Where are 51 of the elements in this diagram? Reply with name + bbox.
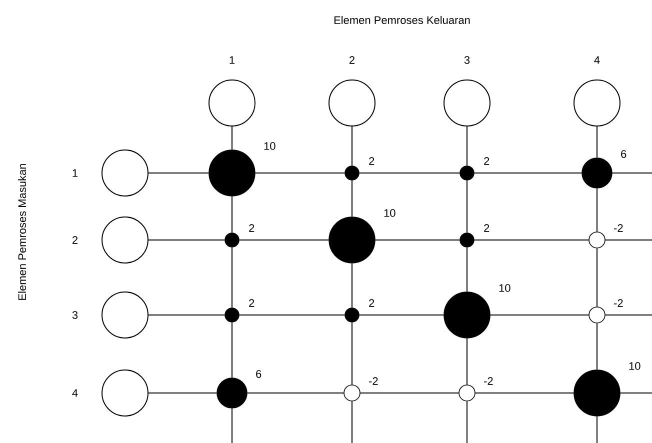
connection-line: [490, 314, 590, 316]
weight-value: -2: [614, 224, 623, 232]
axis-title: Elemen Pemroses Keluaran: [334, 16, 470, 24]
weight-value: 2: [249, 224, 254, 232]
connection-line: [620, 392, 652, 394]
connection-line: [466, 338, 468, 386]
weight-value: 6: [256, 370, 262, 378]
connection-line: [254, 172, 346, 174]
weight-value: 10: [264, 142, 276, 150]
connection-line: [474, 172, 582, 174]
neuron-number: 2: [72, 236, 78, 244]
weight-value: 10: [629, 362, 640, 370]
connection-line: [612, 172, 652, 174]
axis-title: Elemen Pemroses Masukan: [18, 164, 26, 300]
neuron-number: 3: [72, 311, 78, 319]
connection-line: [604, 314, 652, 316]
neuron-number: 2: [350, 56, 355, 64]
weight-value: 2: [369, 157, 374, 165]
connection-line: [238, 314, 346, 316]
weight-value: 6: [621, 150, 626, 158]
connection-line: [466, 180, 468, 234]
connection-line: [596, 126, 598, 158]
connection-line: [466, 246, 468, 292]
connection-line: [596, 416, 598, 443]
weight-value: -2: [614, 299, 623, 307]
weight-value: 2: [369, 299, 374, 307]
weight-value: 2: [249, 299, 254, 307]
connection-line: [148, 172, 210, 174]
neuron-number: 4: [594, 56, 600, 64]
neuron-number: 4: [72, 389, 78, 397]
connection-line: [246, 392, 344, 394]
connection-line: [596, 248, 598, 308]
connection-line: [474, 392, 574, 394]
neuron-number: 1: [72, 169, 78, 177]
connection-line: [596, 322, 598, 370]
weight-value: 2: [484, 157, 490, 165]
connection-line: [466, 126, 468, 166]
connection-line: [360, 392, 460, 394]
connection-line: [466, 400, 468, 443]
connection-line: [596, 188, 598, 232]
weight-value: 2: [484, 224, 490, 232]
connection-line: [358, 172, 460, 174]
connection-line: [148, 392, 218, 394]
connection-line: [148, 314, 226, 316]
connection-line: [358, 314, 444, 316]
neuron-number: 3: [464, 56, 470, 64]
weight-value: 10: [499, 284, 510, 292]
weight-value: -2: [484, 377, 493, 385]
weight-value: -2: [369, 377, 378, 385]
neuron-number: 1: [230, 56, 235, 64]
weight-value: 10: [384, 209, 396, 217]
